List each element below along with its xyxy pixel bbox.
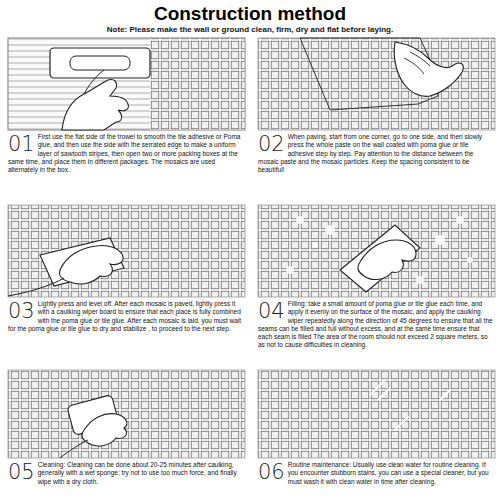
step-text: Filling: take a small amount of poma glu… [258,300,493,348]
title: Construction method [0,3,500,25]
note-text: Note: Please make the wall or ground cle… [0,25,500,34]
step-number: 01 [8,134,35,155]
step-block: 04Filling: take a small amount of poma g… [258,300,495,367]
step-number: 05 [8,462,35,483]
step-block: 03Lightly press and level off. After eac… [8,300,245,367]
step-number: 02 [258,134,285,155]
step-text: First use the flat side of the trowel to… [8,133,240,173]
step-number: 06 [258,462,285,483]
step-text: When paving, start from one corner, go t… [258,133,482,173]
step-text: Lightly press and level off. After each … [8,300,241,332]
step-block: 01First use the flat side of the trowel … [8,133,245,201]
step-block: 06Routine maintenance: Usually use clean… [258,461,495,499]
step-block: 05Cleaning: Cleaning can be done about 2… [8,461,245,499]
step-3-picture [8,205,245,297]
step-number: 04 [258,301,285,322]
step-5-picture [8,370,245,458]
step-4-picture [258,205,495,297]
step-6-picture [258,370,495,458]
step-block: 02When paving, start from one corner, go… [258,133,495,201]
step-text: Cleaning: Cleaning can be done about 20-… [38,461,237,485]
step-1-picture [8,38,245,130]
step-text: Routine maintenance: Usually use clean w… [288,461,489,485]
step-number: 03 [8,301,35,322]
step-2-picture [258,38,495,130]
